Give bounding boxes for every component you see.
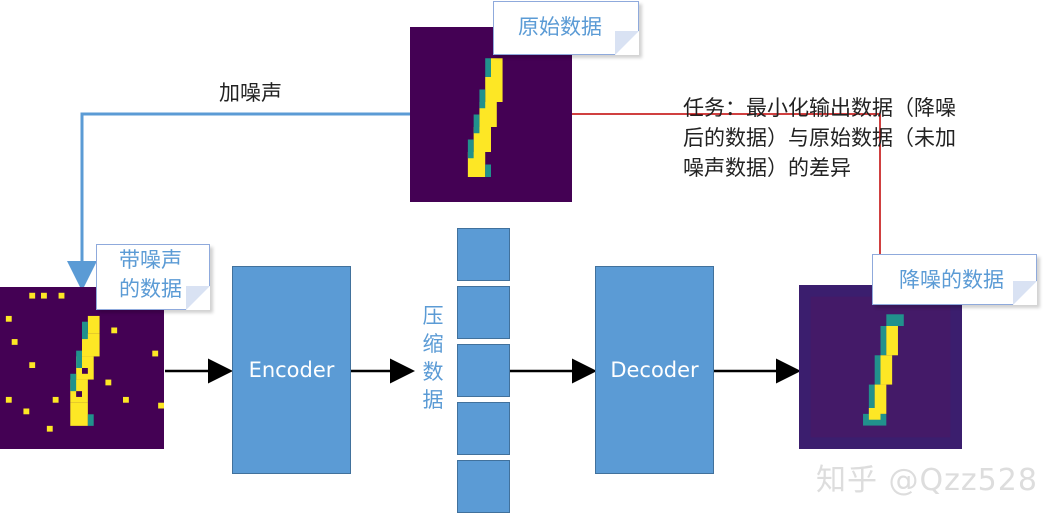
code-cell-1 xyxy=(457,228,510,281)
compressed-char-3: 数 xyxy=(422,360,444,384)
comparison-line xyxy=(572,113,881,255)
callout-fold xyxy=(186,286,210,310)
encoder-label: Encoder xyxy=(248,358,335,382)
denoised-data-label: 降噪的数据 xyxy=(899,268,1004,292)
noisy-data-label-line1: 带噪声 xyxy=(119,248,182,272)
callout-fold xyxy=(615,31,639,55)
original-data-label: 原始数据 xyxy=(518,15,602,39)
denoised-data-callout: 降噪的数据 xyxy=(872,254,1037,305)
code-cell-5 xyxy=(457,460,510,513)
original-digit-image xyxy=(410,27,572,202)
add-noise-arrow xyxy=(67,112,410,291)
decoder-block: Decoder xyxy=(595,266,714,474)
task-line-1: 任务：最小化输出数据（降噪 xyxy=(683,96,956,120)
decoder-label: Decoder xyxy=(610,358,699,382)
noisy-data-label-line2: 的数据 xyxy=(119,277,182,301)
noisy-data-callout: 带噪声 的数据 xyxy=(96,244,210,310)
add-noise-label: 加噪声 xyxy=(219,81,282,105)
watermark: 知乎 @Qzz528 xyxy=(816,463,1038,498)
original-data-callout: 原始数据 xyxy=(493,1,639,55)
code-cell-3 xyxy=(457,344,510,397)
task-line-3: 噪声数据）的差异 xyxy=(683,156,851,180)
encoder-block: Encoder xyxy=(232,266,351,474)
task-description: 任务：最小化输出数据（降噪 后的数据）与原始数据（未加 噪声数据）的差异 xyxy=(683,93,1023,183)
compressed-label: 压 缩 数 据 xyxy=(419,302,447,414)
code-cell-4 xyxy=(457,402,510,455)
denoised-digit-image xyxy=(799,285,962,449)
compressed-char-4: 据 xyxy=(422,388,444,412)
noisy-digit-image xyxy=(0,287,164,449)
compressed-char-1: 压 xyxy=(422,304,444,328)
task-line-2: 后的数据）与原始数据（未加 xyxy=(683,126,956,150)
code-cell-2 xyxy=(457,286,510,339)
compressed-char-2: 缩 xyxy=(422,332,444,356)
callout-fold xyxy=(1013,281,1037,305)
